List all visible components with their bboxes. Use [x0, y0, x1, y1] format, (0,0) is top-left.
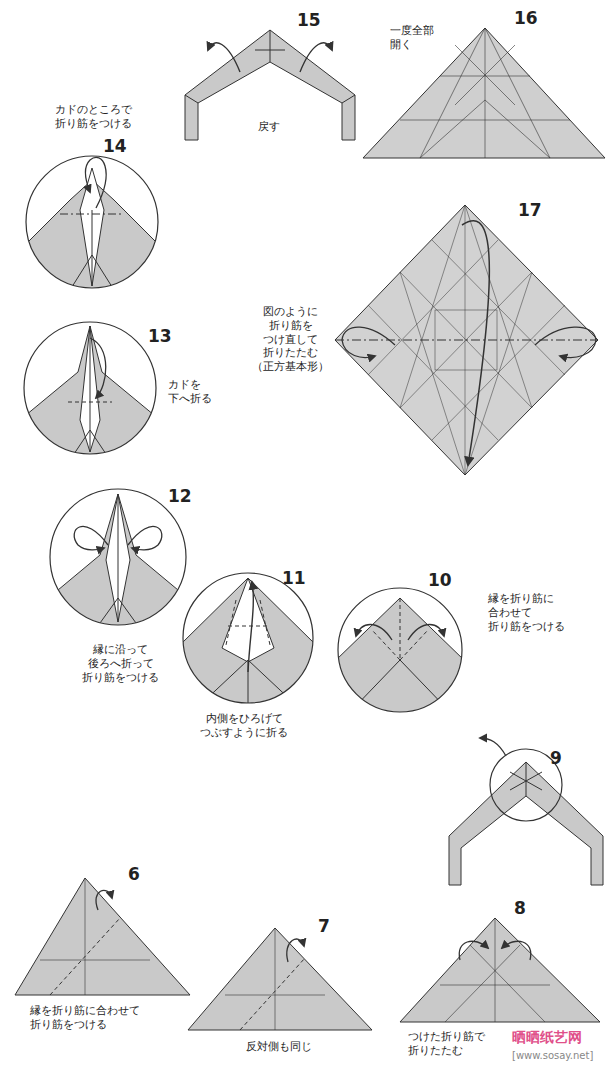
instruction-text: つけた折り筋で 折りたたむ [408, 1030, 485, 1058]
callout-number: 17 [518, 200, 542, 221]
instruction-text: 一度全部 開く [390, 24, 434, 52]
watermark: [www.sosay.net] [512, 1050, 593, 1063]
instruction-text: カドのところで 折り筋をつける [55, 103, 132, 131]
instruction-text: 戻す [258, 120, 280, 134]
callout-number: 16 [514, 8, 538, 29]
callout-number: 13 [148, 326, 172, 347]
callout-number: 14 [103, 136, 127, 157]
instruction-text: 縁に沿って 後ろへ折って 折り筋をつける [82, 643, 159, 684]
watermark: 晒晒纸艺网 [512, 1029, 582, 1047]
callout-number: 8 [514, 898, 526, 919]
callout-number: 11 [282, 568, 306, 589]
callout-number: 7 [318, 916, 330, 937]
instruction-text: 縁を折り筋に 合わせて 折り筋をつける [488, 592, 565, 633]
callout-number: 15 [297, 10, 321, 31]
callout-number: 6 [128, 864, 140, 885]
instruction-text: 内側をひろげて つぶすように折る [200, 712, 288, 740]
callout-number: 12 [168, 486, 192, 507]
instruction-text: 反対側も同じ [246, 1040, 312, 1054]
callout-number: 10 [428, 570, 452, 591]
instruction-text: カドを 下へ折る [168, 378, 212, 406]
callout-number: 9 [550, 748, 562, 769]
instruction-text: 縁を折り筋に合わせて 折り筋をつける [30, 1004, 140, 1032]
instruction-text: 図のように 折り筋を つけ直して 折りたたむ （正方基本形） [252, 305, 329, 374]
